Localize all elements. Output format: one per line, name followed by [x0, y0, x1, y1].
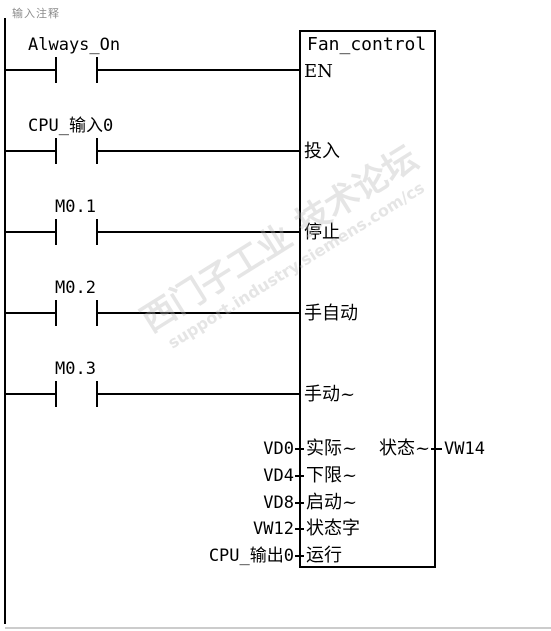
- contact-label-m0-3[interactable]: M0.3: [55, 359, 96, 379]
- contact-label-cpu-input0[interactable]: CPU_输入0: [28, 116, 114, 136]
- pin-touru: 投入: [304, 141, 340, 162]
- contact-m0-2[interactable]: [5, 300, 300, 326]
- pin-en: EN: [304, 61, 333, 82]
- param-cpu-output0[interactable]: CPU_输出0: [208, 546, 294, 566]
- pin-status-out: 状态~: [379, 438, 431, 459]
- param-vd8[interactable]: VD8: [263, 493, 294, 513]
- pin-actual: 实际~: [306, 438, 358, 459]
- contact-m0-1[interactable]: [5, 219, 300, 245]
- function-block[interactable]: [299, 30, 436, 568]
- contact-label-m0-2[interactable]: M0.2: [55, 278, 96, 298]
- param-connectors: [295, 448, 442, 557]
- pin-manual: 手动~: [304, 384, 356, 405]
- contact-m0-3[interactable]: [5, 381, 300, 407]
- param-vw14[interactable]: VW14: [444, 439, 485, 459]
- pin-auto-manual: 手自动: [304, 303, 358, 324]
- contact-cpu-input0[interactable]: [5, 138, 300, 164]
- param-vw12[interactable]: VW12: [253, 519, 294, 539]
- contact-label-m0-1[interactable]: M0.1: [55, 197, 96, 217]
- contact-label-always-on[interactable]: Always_On: [28, 35, 121, 55]
- network-comment[interactable]: 输入注释: [12, 7, 60, 20]
- pin-run: 运行: [306, 545, 342, 566]
- pin-status-word: 状态字: [306, 518, 360, 539]
- param-vd4[interactable]: VD4: [263, 466, 294, 486]
- contact-always-on[interactable]: [5, 57, 300, 83]
- pin-start: 启动~: [306, 492, 358, 513]
- block-title[interactable]: Fan_control: [307, 34, 427, 55]
- pin-lower-limit: 下限~: [306, 465, 358, 486]
- pin-stop: 停止: [304, 222, 340, 243]
- param-vd0[interactable]: VD0: [263, 439, 294, 459]
